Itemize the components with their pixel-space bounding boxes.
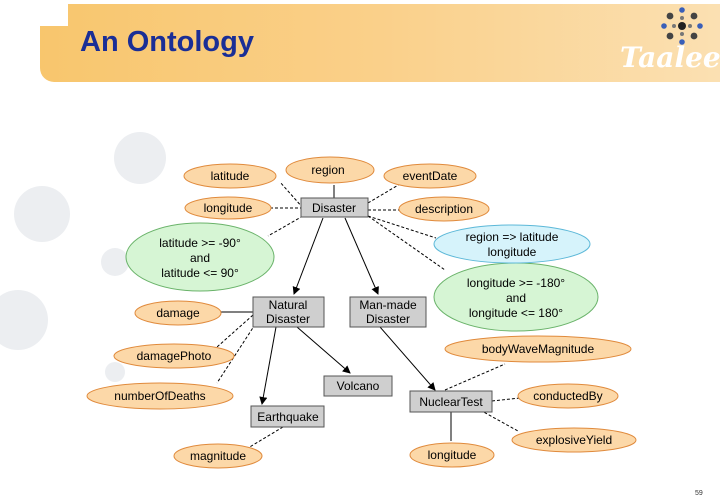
svg-text:Man-made: Man-made [359, 298, 417, 312]
svg-text:damagePhoto: damagePhoto [137, 349, 212, 363]
logo-text: Taalee [620, 41, 720, 74]
svg-text:longitude <= 180°: longitude <= 180° [469, 306, 563, 320]
svg-text:Volcano: Volcano [337, 379, 380, 393]
attribute-number-of-deaths: numberOfDeaths [86, 382, 234, 410]
attribute-nodes: latitude region eventDate longitude desc… [86, 156, 637, 469]
svg-text:Disaster: Disaster [366, 312, 410, 326]
header-banner [40, 4, 720, 82]
svg-text:eventDate: eventDate [403, 169, 458, 183]
svg-text:bodyWaveMagnitude: bodyWaveMagnitude [482, 342, 595, 356]
page-number: 59 [695, 490, 703, 497]
svg-text:region: region [311, 163, 344, 177]
svg-text:longitude: longitude [428, 448, 477, 462]
svg-text:longitude: longitude [204, 201, 253, 215]
background-circles [0, 132, 166, 382]
class-natural-disaster: Natural Disaster [252, 296, 325, 328]
class-man-made-disaster: Man-made Disaster [349, 296, 427, 328]
svg-text:conductedBy: conductedBy [533, 389, 602, 403]
attribute-damage-photo: damagePhoto [113, 343, 235, 369]
class-disaster: Disaster [300, 197, 369, 218]
attribute-magnitude: magnitude [173, 443, 263, 469]
class-nuclear-test: NuclearTest [409, 390, 493, 413]
header-corner [40, 4, 68, 26]
svg-text:Disaster: Disaster [312, 201, 356, 215]
class-nodes: Disaster Natural Disaster Man-made Disas… [250, 197, 493, 428]
mapping-node: region => latitude longitude [433, 224, 591, 264]
svg-text:numberOfDeaths: numberOfDeaths [114, 389, 205, 403]
class-volcano: Volcano [323, 375, 393, 397]
svg-text:longitude >= -180°: longitude >= -180° [467, 276, 565, 290]
svg-text:Earthquake: Earthquake [257, 410, 319, 424]
svg-text:description: description [415, 202, 473, 216]
svg-text:longitude: longitude [488, 245, 537, 259]
svg-text:latitude <= 90°: latitude <= 90° [161, 266, 239, 280]
attribute-description: description [398, 196, 490, 222]
svg-text:explosiveYield: explosiveYield [536, 433, 612, 447]
diagram-edges [216, 181, 521, 449]
logo-icon [661, 7, 703, 45]
class-earthquake: Earthquake [250, 405, 325, 428]
svg-text:damage: damage [156, 306, 200, 320]
constraint-latitude: latitude >= -90° and latitude <= 90° [125, 222, 275, 292]
svg-text:and: and [190, 251, 210, 265]
attribute-event-date: eventDate [383, 163, 477, 189]
svg-text:region => latitude: region => latitude [466, 230, 559, 244]
svg-text:NuclearTest: NuclearTest [419, 395, 483, 409]
svg-text:and: and [506, 291, 526, 305]
attribute-conducted-by: conductedBy [517, 383, 619, 409]
attribute-explosive-yield: explosiveYield [511, 427, 637, 453]
slide-title: An Ontology [80, 26, 254, 58]
attribute-region: region [285, 156, 375, 184]
attribute-body-wave-magnitude: bodyWaveMagnitude [444, 335, 632, 363]
constraint-longitude: longitude >= -180° and longitude <= 180° [433, 262, 599, 332]
attribute-damage: damage [134, 300, 222, 326]
svg-text:latitude >= -90°: latitude >= -90° [159, 236, 241, 250]
constraint-nodes: latitude >= -90° and latitude <= 90° lon… [125, 222, 599, 332]
svg-text:Disaster: Disaster [266, 312, 310, 326]
attribute-latitude: latitude [183, 163, 277, 189]
svg-text:latitude: latitude [211, 169, 250, 183]
attribute-longitude-top: longitude [184, 196, 272, 220]
svg-text:magnitude: magnitude [190, 449, 246, 463]
slide-header: An Ontology Taalee [0, 0, 720, 86]
svg-text:Natural: Natural [269, 298, 308, 312]
attribute-longitude-bottom: longitude [409, 442, 495, 468]
